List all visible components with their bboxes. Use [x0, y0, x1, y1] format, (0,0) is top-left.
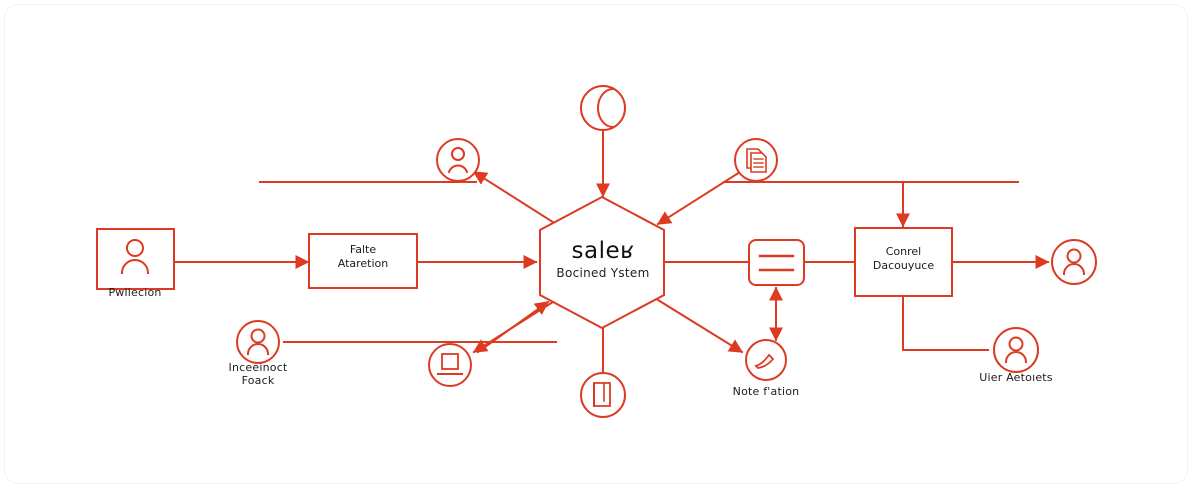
- notification-label: Note f'ation: [732, 385, 800, 398]
- book-icon-pages: [593, 382, 611, 407]
- center-hexagon[interactable]: [539, 195, 665, 330]
- notification-icon-glyph: [754, 353, 775, 369]
- process-left-box[interactable]: [308, 233, 418, 289]
- connector-process-right-to-bottom-user: [902, 297, 989, 351]
- globe-icon-meridian: [597, 87, 615, 129]
- person-circle-icon-head: [451, 147, 465, 161]
- far-right-person-head: [1066, 248, 1082, 264]
- list-icon-box[interactable]: [748, 239, 805, 286]
- notification-icon-circle[interactable]: [745, 339, 787, 381]
- center-title: saleʁ: [571, 238, 635, 264]
- connector-center-to-notification: [656, 298, 744, 354]
- bottom-left-user-label: Inceeinoct Foack: [228, 361, 288, 387]
- connector-center-to-topleft-user: [472, 170, 558, 226]
- bottom-right-person-body: [1004, 351, 1028, 364]
- book-icon-circle[interactable]: [580, 372, 626, 418]
- bottom-left-person-body: [246, 343, 270, 356]
- actor-left-box[interactable]: [96, 228, 175, 290]
- process-right-label: Conrel Dacouyuce: [872, 245, 935, 272]
- person-circle-icon-body: [447, 164, 469, 174]
- center-subtitle: Bocined Ystem: [556, 266, 650, 280]
- actor-left-label: Pwllecion: [108, 286, 162, 299]
- bottom-right-user-label: Uier Aetoıets: [979, 371, 1053, 384]
- process-left-label: Falte Ataretion: [337, 243, 389, 270]
- globe-icon-circle[interactable]: [580, 85, 626, 131]
- person-icon-head: [126, 239, 144, 257]
- bottom-right-person-head: [1008, 336, 1024, 352]
- connector-lowerleft-into-center: [476, 300, 550, 354]
- person-icon-body: [120, 259, 150, 275]
- far-right-person-body: [1062, 263, 1086, 276]
- connector-doc-to-center: [656, 170, 742, 226]
- laptop-icon-screen: [441, 353, 459, 370]
- bottom-left-person-head: [250, 328, 266, 344]
- process-right-box[interactable]: [854, 227, 953, 297]
